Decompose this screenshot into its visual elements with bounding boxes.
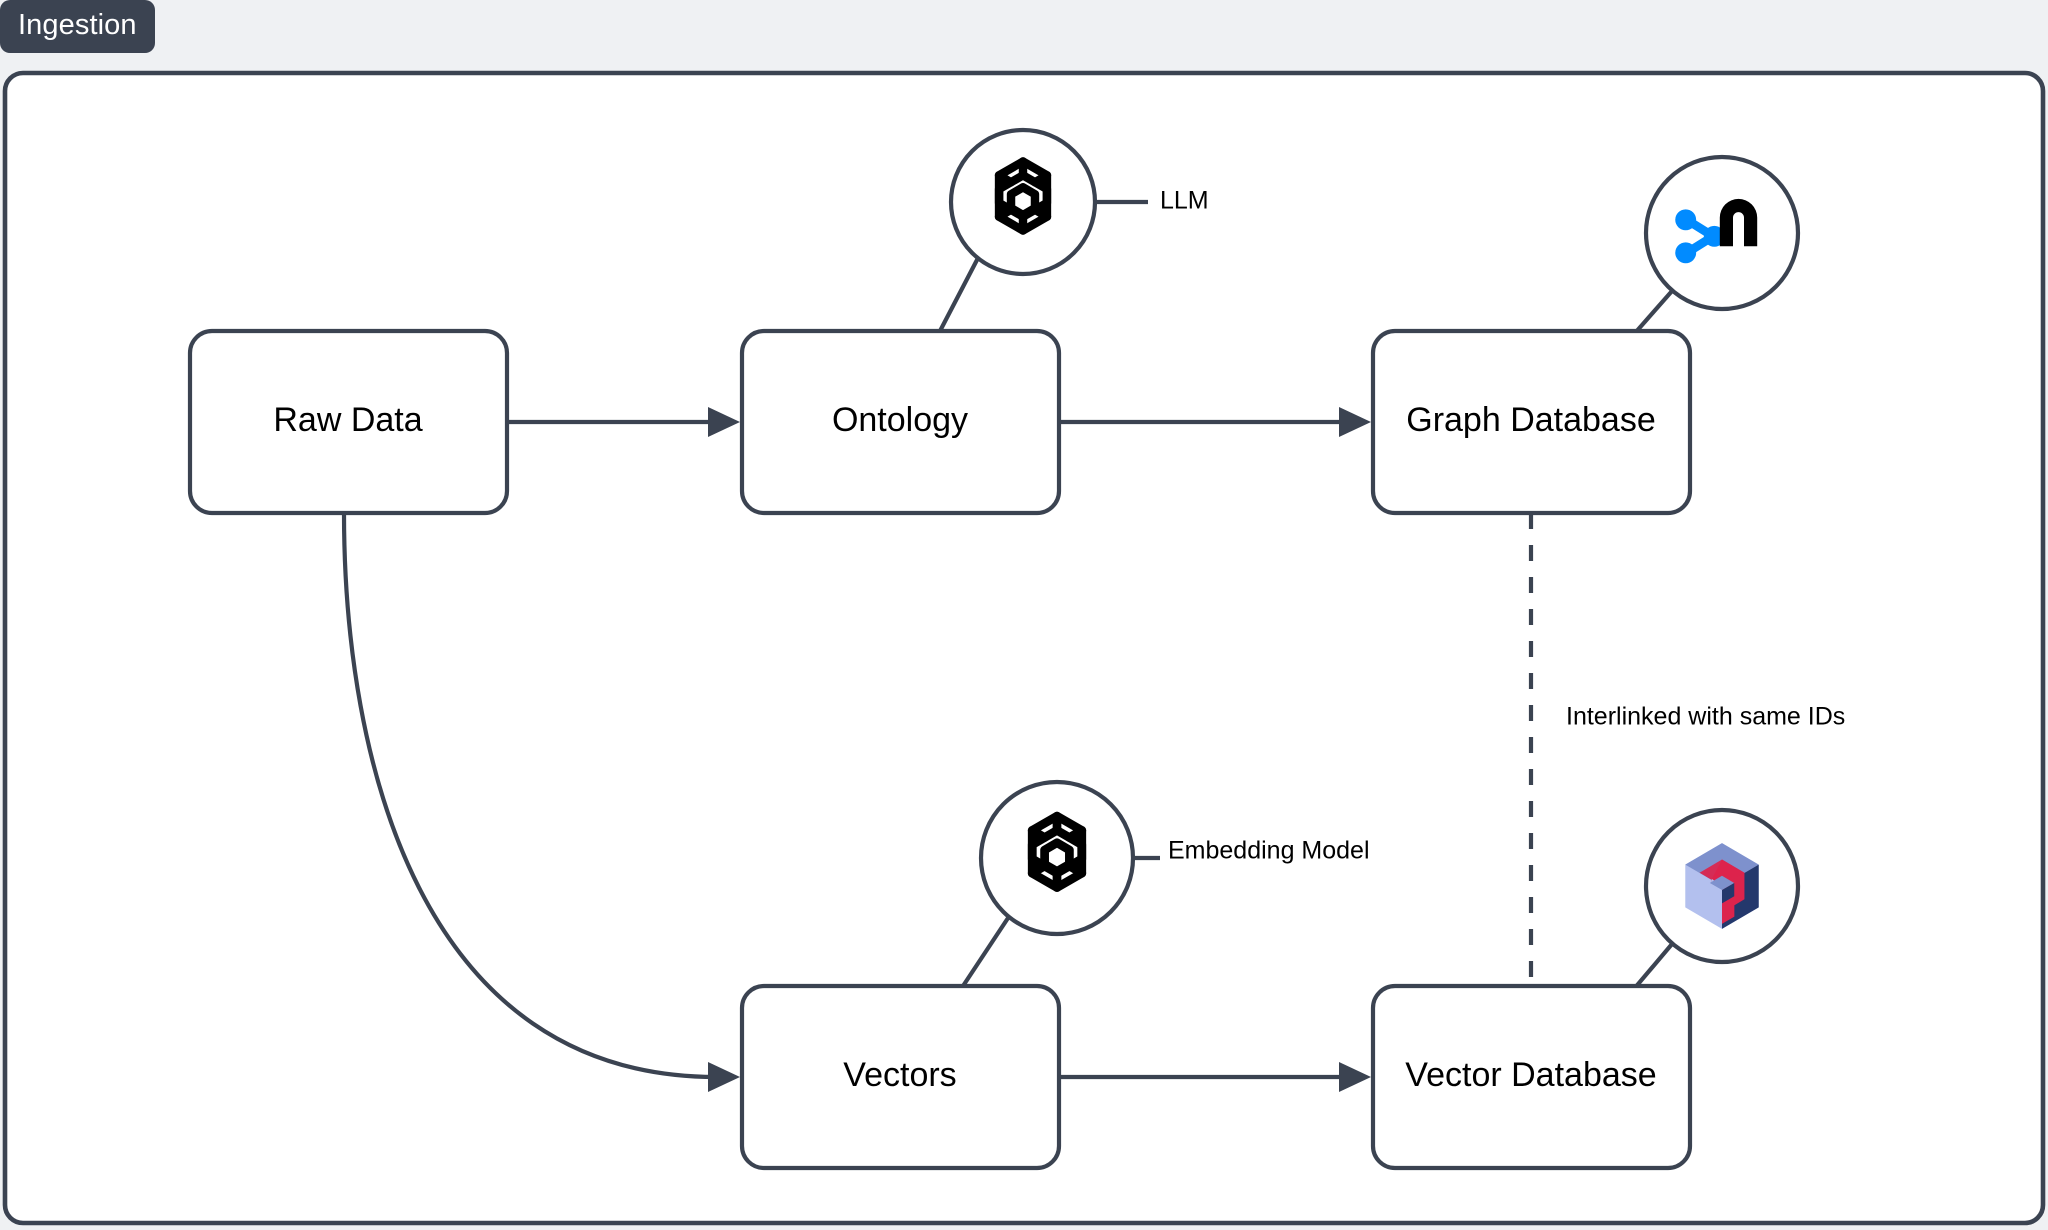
node-ontology[interactable]: Ontology: [739, 328, 1062, 516]
edge-ontology-to-graph-database: [1059, 407, 1371, 437]
node-label-graph-database: Graph Database: [1406, 401, 1656, 439]
edge-label-interlinked: Interlinked with same IDs: [1566, 703, 1845, 731]
badge-qdrant[interactable]: [1643, 807, 1801, 965]
node-vectors[interactable]: Vectors: [739, 983, 1062, 1171]
group-tag-ingestion[interactable]: Ingestion: [0, 0, 155, 53]
badge-embedding-model[interactable]: Embedding Model: [978, 779, 1370, 937]
node-raw-data[interactable]: Raw Data: [187, 328, 510, 516]
edge-raw-data-to-vectors: [341, 512, 740, 1092]
connector-embedding-model-to-vectors: [961, 913, 1012, 988]
edge-vectors-to-vector-database: [1059, 1062, 1371, 1092]
node-label-vectors: Vectors: [843, 1056, 956, 1094]
connector-llm-to-ontology: [938, 257, 980, 332]
badge-label-llm: LLM: [1160, 187, 1209, 215]
edge-raw-data-to-ontology: [507, 407, 740, 437]
node-label-raw-data: Raw Data: [273, 401, 422, 439]
badge-neo4j[interactable]: [1643, 154, 1801, 312]
node-graph-database[interactable]: Graph Database: [1370, 328, 1693, 516]
edge-graph-database-to-vector-database: Interlinked with same IDs: [1528, 513, 1845, 986]
node-vector-database[interactable]: Vector Database: [1370, 983, 1693, 1171]
badge-label-embedding-model: Embedding Model: [1168, 837, 1370, 865]
node-label-vector-database: Vector Database: [1405, 1056, 1656, 1094]
node-label-ontology: Ontology: [832, 401, 968, 439]
badge-llm[interactable]: LLM: [948, 127, 1209, 277]
